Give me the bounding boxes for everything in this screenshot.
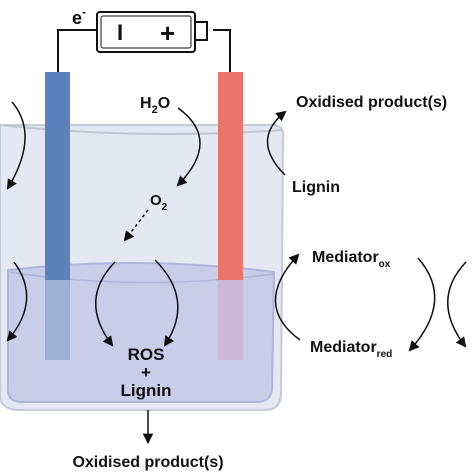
oxidised-product-bottom: Oxidised product(s)	[72, 454, 223, 471]
arrow-mediator-ox-to-red	[408, 257, 436, 352]
arrow-anode-liquid	[154, 259, 179, 347]
arrow-lignin-oxidised	[266, 110, 287, 176]
arrow-cathode-liquid	[95, 261, 116, 347]
battery	[96, 11, 196, 53]
anode-submerged	[218, 280, 243, 360]
mediator-red-label: Mediatorred	[310, 339, 392, 360]
battery-minus: I	[117, 20, 123, 45]
plus-sign: +	[141, 363, 151, 382]
arrow-left-lower	[6, 261, 28, 342]
anode-electrode	[218, 72, 243, 280]
oxygen-label: O2	[150, 192, 168, 213]
arrow-mediator-anode	[274, 253, 301, 341]
battery-inner	[100, 15, 192, 49]
lignin-right-label: Lignin	[292, 179, 340, 196]
battery-terminal	[194, 21, 208, 41]
wire-left	[57, 29, 97, 72]
lignin-center-label: Lignin	[121, 381, 172, 400]
cathode-electrode	[45, 72, 70, 280]
beaker-rim	[0, 124, 284, 135]
cathode-submerged	[45, 280, 70, 360]
arrow-mediator-right	[447, 261, 467, 348]
electrolyte-liquid	[7, 261, 276, 403]
mediator-ox-label: Mediatorox	[312, 249, 391, 270]
arrow-o2-dashed	[123, 209, 149, 242]
battery-plus: +	[160, 18, 175, 48]
arrow-h2o-to-o2	[176, 107, 201, 187]
water-label: H2O	[140, 95, 170, 116]
electron-label: e-	[72, 5, 86, 28]
wire-right	[213, 29, 231, 72]
oxidised-product-top: Oxidised product(s)	[296, 94, 447, 111]
ros-label: ROS	[128, 345, 165, 364]
arrow-left-upper	[6, 101, 26, 190]
